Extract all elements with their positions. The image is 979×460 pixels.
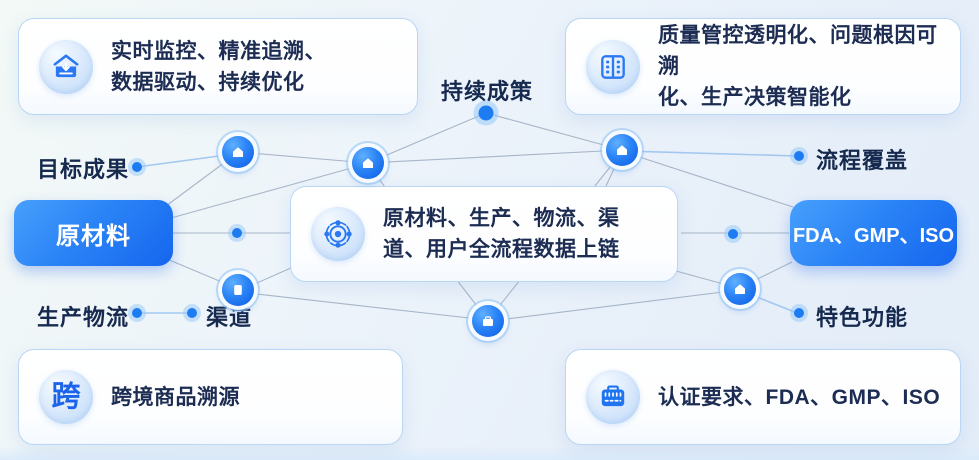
card-line: 道、用户全流程数据上链	[383, 238, 620, 261]
card-certification: 认证要求、FDA、GMP、ISO	[565, 349, 961, 445]
label-production-logistics: 生产物流	[37, 305, 130, 330]
connector-dot-logistics	[132, 308, 142, 318]
connector-dot-featured	[794, 308, 804, 318]
blockchain-node-icon	[311, 207, 365, 261]
network-node-house-3	[606, 134, 638, 166]
kua-character-icon: 跨	[39, 370, 93, 424]
pill-fda-gmp-iso: FDA、GMP、ISO	[790, 200, 957, 266]
card-full-chain-data: 原材料、生产、物流、渠 道、用户全流程数据上链	[290, 186, 678, 282]
card-realtime-monitoring: 实时监控、精准追溯、 数据驱动、持续优化	[18, 18, 418, 115]
label-process-coverage: 流程覆盖	[816, 148, 909, 173]
card-line: 数据驱动、持续优化	[111, 70, 305, 94]
pill-raw-materials: 原材料	[14, 200, 173, 266]
connector-dot-left-mid	[232, 228, 242, 238]
card-quality-control-text: 质量管控透明化、问题根因可溯 化、生产决策智能化	[658, 20, 942, 113]
label-channel: 渠道	[206, 305, 253, 330]
network-node-house-4	[724, 273, 756, 305]
ledger-icon	[586, 39, 640, 94]
card-line: 质量管控透明化、问题根因可溯	[658, 24, 938, 78]
connector-dot-right-mid	[728, 229, 738, 239]
card-cross-border-text: 跨境商品溯源	[111, 385, 240, 409]
card-realtime-monitoring-text: 实时监控、精准追溯、 数据驱动、持续优化	[111, 36, 326, 98]
kua-character: 跨	[51, 380, 81, 413]
card-full-chain-data-text: 原材料、生产、物流、渠 道、用户全流程数据上链	[383, 203, 620, 265]
network-node-briefcase	[472, 305, 504, 337]
card-line: 实时监控、精准追溯、	[111, 39, 326, 63]
card-line: 原材料、生产、物流、渠	[383, 207, 620, 230]
home-download-icon	[39, 39, 93, 94]
card-line: 化、生产决策智能化	[658, 86, 852, 109]
label-continuous-strategy: 持续成策	[441, 79, 534, 104]
certification-briefcase-icon	[586, 370, 640, 424]
card-quality-control: 质量管控透明化、问题根因可溯 化、生产决策智能化	[565, 18, 961, 115]
connector-dot-process	[794, 151, 804, 161]
card-certification-text: 认证要求、FDA、GMP、ISO	[658, 385, 941, 409]
network-node-document	[222, 274, 254, 306]
network-node-house-2	[352, 147, 384, 179]
label-featured-functions: 特色功能	[816, 305, 909, 330]
connector-dot-goal	[132, 162, 142, 172]
connector-dot-channel	[187, 308, 197, 318]
card-cross-border: 跨 跨境商品溯源	[18, 349, 403, 445]
connector-dot-strategy	[478, 105, 494, 121]
network-node-house-1	[222, 136, 254, 168]
label-target-results: 目标成果	[37, 157, 130, 182]
